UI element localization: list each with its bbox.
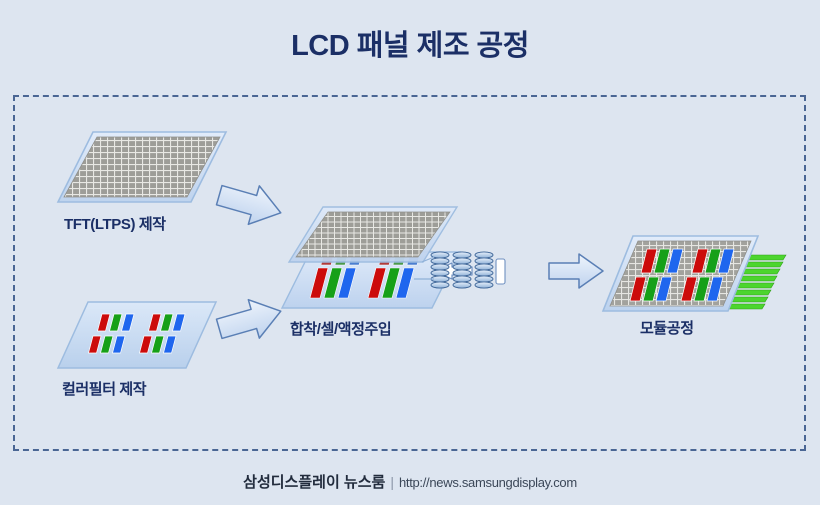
footer: 삼성디스플레이 뉴스룸| http://news.samsungdisplay.c… [0, 471, 820, 492]
diagram-frame [13, 95, 806, 451]
cell-assembly-graphic [280, 205, 532, 320]
tft-panel-graphic [56, 128, 228, 208]
arrow-cell-to-module-icon [546, 250, 606, 292]
footer-brand: 삼성디스플레이 뉴스룸 [243, 474, 386, 491]
module-panel-graphic [600, 233, 800, 315]
footer-separator: | [390, 474, 394, 490]
stage-label-module: 모듈공정 [640, 320, 694, 337]
stage-label-cell: 합착/셀/액정주입 [290, 321, 392, 338]
stage-label-tft: TFT(LTPS) 제작 [64, 216, 166, 233]
arrow-color-filter-to-cell-icon [214, 296, 286, 344]
footer-url[interactable]: http://news.samsungdisplay.com [398, 475, 577, 490]
backlight-strips [719, 254, 787, 310]
stage-label-color-filter: 컬러필터 제작 [62, 381, 147, 398]
color-filter-panel-graphic [56, 298, 218, 374]
arrow-tft-to-cell-icon [214, 180, 286, 228]
page-title: LCD 패널 제조 공정 [291, 30, 529, 62]
